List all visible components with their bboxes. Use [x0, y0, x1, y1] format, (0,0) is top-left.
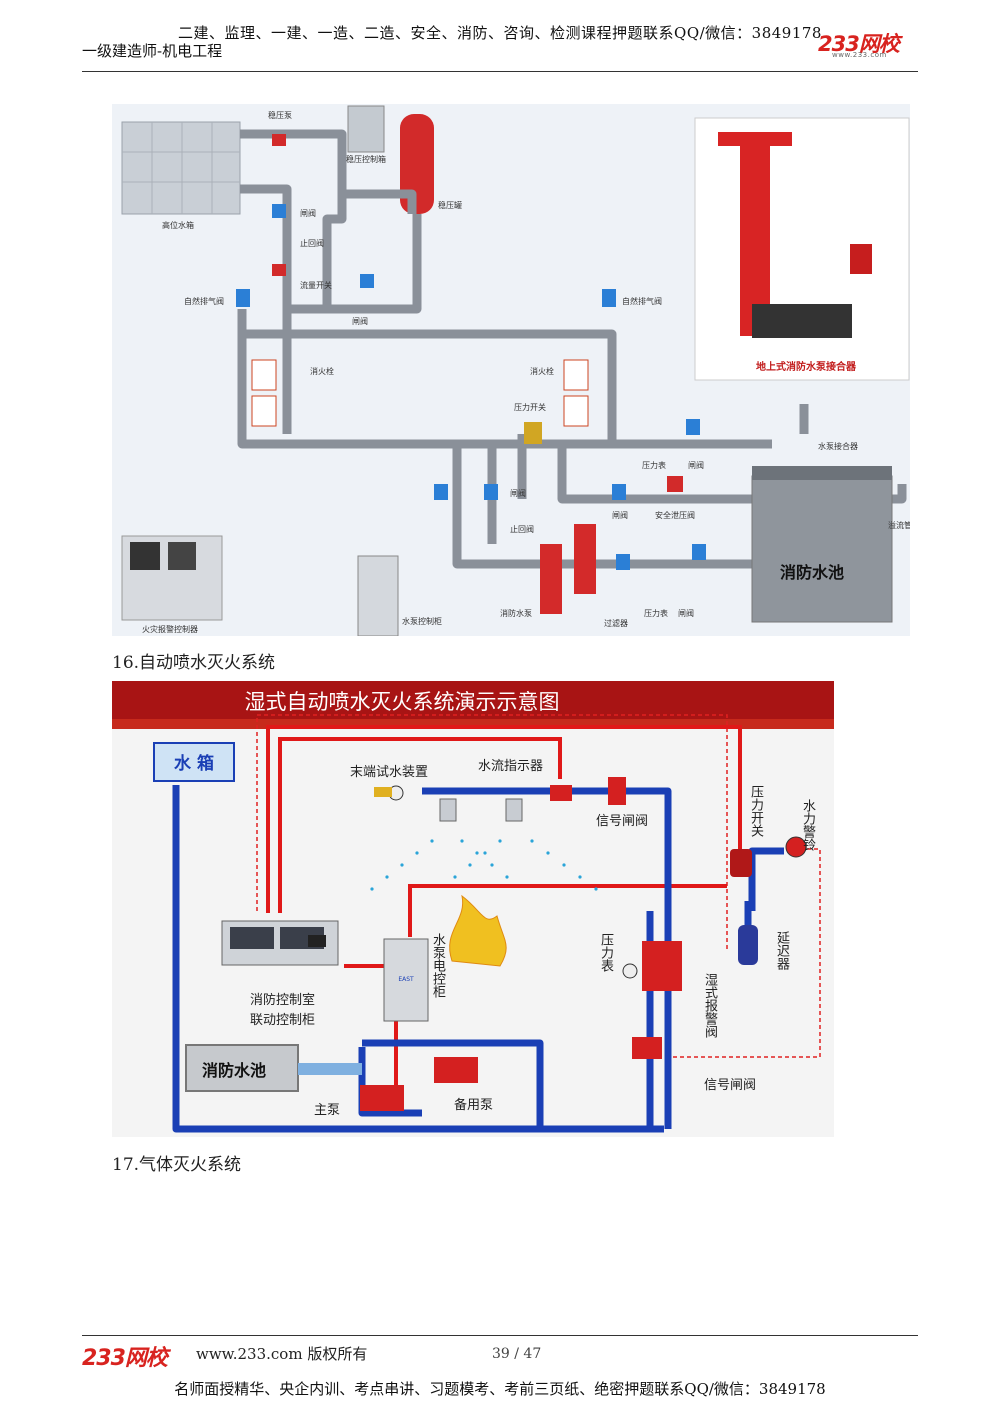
water-tank-icon: 水 箱 [153, 742, 235, 782]
footer-divider [82, 1335, 918, 1336]
caption-section-16: 16.自动喷水灭火系统 [112, 653, 276, 673]
footer-brand-logo: 233网校 [82, 1346, 168, 1371]
label-high-tank: 高位水箱 [162, 220, 194, 230]
label-standby-pump: 备用泵 [454, 1097, 493, 1113]
alarm-valve-icon [622, 941, 682, 991]
pump-adapter-photo [694, 117, 910, 381]
header-promo-text: 二建、监理、一建、一造、二造、安全、消防、咨询、检测课程押题联系QQ/微信：38… [178, 24, 822, 42]
label-pressure-gauge-2: 压力表 [644, 608, 668, 618]
document-subtitle: 一级建造师-机电工程 [82, 42, 223, 60]
label-fire-pool: 消防水池 [202, 1061, 266, 1080]
label-pressure-switch: 压力开关 [748, 785, 763, 837]
fire-pump-icon [540, 544, 562, 614]
label-stab-tank: 稳压罐 [438, 200, 462, 210]
label-end-test: 末端试水装置 [350, 765, 428, 780]
label-pressure-gauge: 压力表 [598, 933, 613, 972]
label-fire-pool: 消防水池 [780, 563, 844, 582]
label-gate-valve-5: 闸阀 [612, 511, 628, 520]
sprinkler-head-icon [505, 798, 523, 822]
fire-control-console-icon [221, 920, 339, 966]
brand-logo: 233网校 www.233.com [818, 28, 918, 62]
fire-pool-icon: 消防水池 [185, 1044, 299, 1092]
label-pump-panel: 水泵控制柜 [402, 616, 442, 626]
page-number: 39 / 47 [492, 1346, 542, 1362]
pump-control-panel-icon [357, 555, 399, 636]
footer-copyright: www.233.com 版权所有 [196, 1345, 368, 1363]
label-overflow: 溢流管 [888, 520, 910, 530]
signal-valve-icon [632, 1037, 662, 1059]
label-flow-switch: 流量开关 [300, 280, 332, 290]
label-water-bell: 水力警铃 [800, 799, 815, 851]
hydrant-box-icon [563, 395, 589, 427]
fire-pool-icon [751, 466, 893, 623]
label-gate-valve-3: 闸阀 [688, 461, 704, 470]
label-alarm-valve: 湿式报警阀 [702, 973, 717, 1038]
label-pump-adapter: 水泵接合器 [818, 441, 858, 451]
label-water-tank: 水 箱 [174, 753, 214, 774]
label-pump-panel: 水泵电控柜 [430, 933, 445, 998]
label-stab-pump: 稳压泵 [268, 110, 292, 120]
label-signal-valve-top: 信号闸阀 [596, 814, 648, 829]
label-signal-valve-bottom: 信号闸阀 [704, 1078, 756, 1093]
hydrant-box-icon [563, 359, 589, 391]
brand-logo-url: www.233.com [832, 51, 887, 59]
sprinkler-system-diagram: 湿式自动喷水灭火系统演示示意图 水 箱 [112, 681, 834, 1137]
label-gate-valve-1: 闸阀 [300, 209, 316, 218]
label-inset-caption: 地上式消防水泵接合器 [756, 360, 857, 373]
label-alarm-panel: 火灾报警控制器 [142, 624, 198, 634]
sprinkler-head-icon [439, 798, 457, 822]
label-pressure-switch: 压力开关 [514, 402, 546, 412]
fire-pump-icon [574, 524, 596, 594]
label-air-valve-right: 自然排气阀 [622, 296, 662, 306]
delay-device-icon [738, 925, 758, 965]
label-delay: 延迟器 [774, 931, 789, 970]
brand-logo-text: 233网校 [818, 32, 900, 56]
flow-indicator-icon [550, 785, 572, 801]
label-hydrant-right: 消火栓 [530, 366, 554, 376]
hydrant-box-icon [251, 359, 277, 391]
main-pump-icon [360, 1085, 404, 1111]
label-gate-valve-6: 闸阀 [678, 609, 694, 618]
label-flow-indicator: 水流指示器 [478, 759, 543, 774]
label-gate-valve-4: 闸阀 [510, 489, 526, 498]
label-panel-brand: EAST [398, 976, 414, 983]
label-control-room-2: 联动控制柜 [250, 1013, 315, 1028]
label-relief-valve: 安全泄压阀 [655, 510, 695, 520]
pump-control-cabinet-icon: EAST [383, 938, 429, 1022]
label-filter: 过滤器 [604, 618, 628, 628]
label-stab-panel: 稳压控制箱 [346, 154, 386, 164]
signal-valve-icon [608, 777, 626, 805]
stabilizer-panel-icon [347, 105, 385, 153]
label-control-room-1: 消防控制室 [250, 992, 315, 1008]
label-main-pump: 主泵 [314, 1103, 340, 1118]
hydrant-system-diagram: 稳压泵 稳压控制箱 高位水箱 稳压罐 闸阀 止回阀 流量开关 闸阀 自然排气阀 … [112, 104, 910, 636]
label-air-valve-left: 自然排气阀 [184, 296, 224, 306]
high-tank-icon [121, 121, 241, 215]
standby-pump-icon [434, 1057, 478, 1083]
pressure-tank-icon [400, 114, 434, 214]
label-check-valve-1: 止回阀 [300, 238, 324, 248]
water-bell-icon [785, 836, 807, 858]
label-gate-valve-2: 闸阀 [352, 317, 368, 326]
fire-flame-icon [449, 894, 507, 967]
label-fire-pump: 消防水泵 [500, 608, 532, 618]
caption-section-17: 17.气体灭火系统 [112, 1155, 242, 1175]
pressure-switch-icon [730, 849, 752, 877]
footer-promo-text: 名师面授精华、央企内训、考点串讲、习题模考、考前三页纸、绝密押题联系QQ/微信：… [174, 1380, 826, 1398]
diagram-title: 湿式自动喷水灭火系统演示示意图 [245, 690, 560, 714]
header-divider [82, 71, 918, 72]
hydrant-box-icon [251, 395, 277, 427]
label-pressure-gauge-1: 压力表 [642, 460, 666, 470]
label-hydrant-left: 消火栓 [310, 366, 334, 376]
label-check-valve-2: 止回阀 [510, 524, 534, 534]
